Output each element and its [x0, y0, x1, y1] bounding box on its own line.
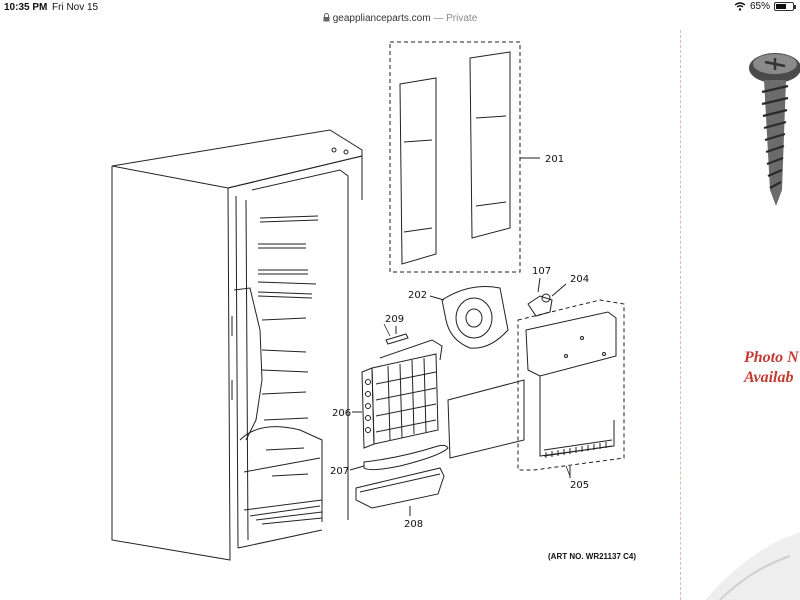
callout-204: 204: [570, 274, 589, 285]
part-207-heater: [349, 444, 449, 471]
photo-unavailable-text: Photo N Availab: [744, 348, 799, 388]
callout-201: 201: [545, 154, 564, 165]
status-time: 10:35 PM: [4, 2, 48, 13]
screw-icon: [749, 53, 800, 206]
url-domain: geapplianceparts.com: [332, 13, 431, 24]
refrigerator-cabinet: [111, 129, 363, 561]
status-date: Fri Nov 15: [52, 2, 99, 13]
part-208-drain-pan: [355, 467, 445, 516]
status-bar: 10:35 PM Fri Nov 15 65%: [0, 0, 800, 14]
callout-205: 205: [570, 480, 589, 491]
callout-209: 209: [385, 314, 404, 325]
private-label: — Private: [433, 13, 478, 24]
screw-image: [705, 53, 800, 600]
lock-icon: [323, 13, 330, 22]
callout-207: 207: [330, 466, 349, 477]
status-indicators: 65%: [734, 1, 796, 12]
art-number: (ART NO. WR21137 C4): [548, 552, 637, 561]
battery-icon: [774, 2, 796, 11]
callout-206: 206: [332, 408, 351, 419]
battery-percent: 65%: [749, 1, 770, 12]
parts-diagram: 201 107 204 202 209 206 207 205 208: [111, 41, 625, 561]
photo-text-line-2: Availab: [744, 369, 794, 386]
callout-202: 202: [408, 290, 427, 301]
part-201-panels: [389, 41, 540, 273]
callout-208: 208: [404, 519, 423, 530]
panel-divider: [680, 30, 681, 600]
wifi-icon: [734, 2, 746, 11]
callout-107: 107: [532, 266, 551, 277]
url-bar[interactable]: geapplianceparts.com — Private: [0, 13, 800, 29]
part-206-evaporator: [352, 339, 443, 449]
part-205-cover: [447, 299, 625, 478]
part-204-fan-motor: [527, 277, 567, 317]
photo-text-line-1: Photo N: [744, 349, 799, 366]
part-209: [385, 326, 409, 345]
part-202-shroud: [429, 286, 509, 349]
